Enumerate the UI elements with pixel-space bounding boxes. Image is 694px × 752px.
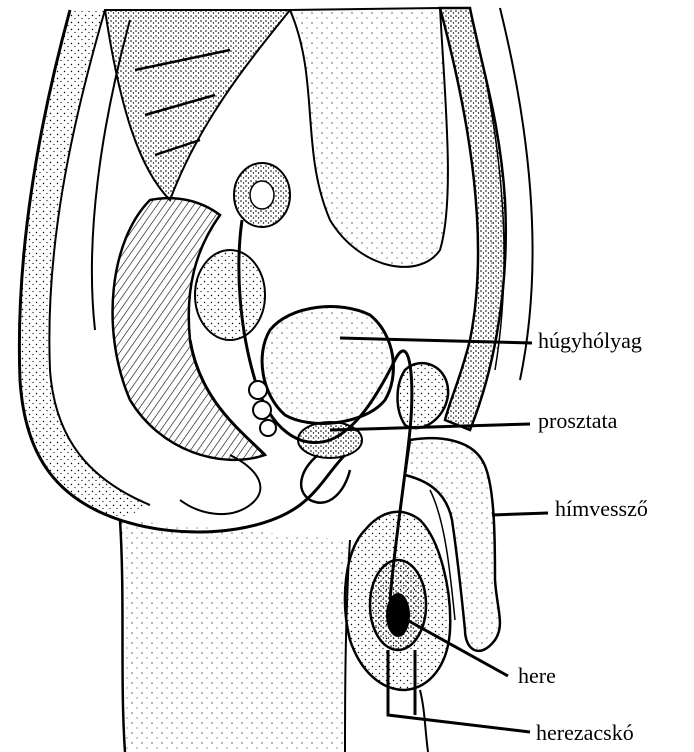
bladder: [262, 307, 393, 424]
pelvic-floor: [120, 455, 345, 532]
seminal-vesicle: [195, 250, 265, 340]
label-bladder: húgyhólyag: [538, 330, 642, 352]
pubic-bone: [398, 363, 449, 428]
intestines: [234, 8, 448, 267]
label-penis: hímvessző: [555, 498, 648, 520]
testis: [370, 560, 426, 650]
leader-line-penis: [492, 513, 548, 515]
label-testis: here: [518, 665, 556, 687]
label-prostate: prosztata: [538, 410, 617, 432]
abdominal-wall: [440, 8, 533, 430]
label-scrotum: herezacskó: [536, 722, 634, 744]
anal-canal: [180, 455, 260, 514]
prostate: [298, 422, 362, 458]
